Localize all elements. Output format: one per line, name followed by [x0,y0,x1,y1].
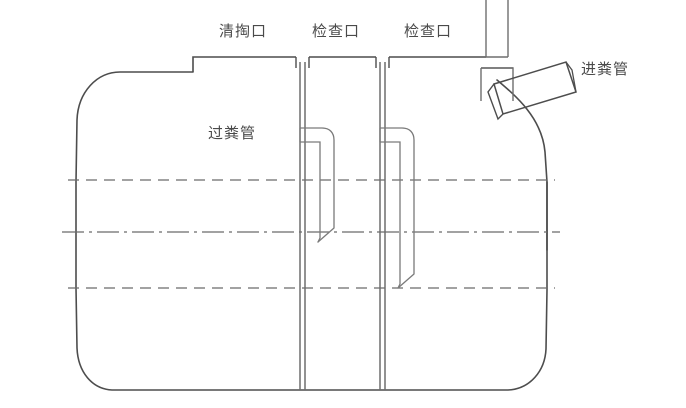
level-lines-group [62,179,560,289]
transfer-pipe-2-group [379,127,415,289]
label-inspection-port-2: 检查口 [404,22,453,40]
tank-outline-group [75,56,548,391]
transfer-pipe-1-inner [304,141,321,243]
label-inlet-pipe: 进粪管 [581,60,630,78]
label-transfer-pipe: 过粪管 [208,124,257,142]
transfer-pipe-2-stub-top [380,127,385,143]
transfer-pipe-1-outer [304,127,335,243]
label-inspection-port-1: 检查口 [312,22,361,40]
tank-outer-shell [75,71,548,391]
transfer-pipe-2-outer [384,127,415,289]
tank-right-wall [496,79,548,251]
partition-notches-group [295,57,390,68]
label-cleanout-port: 清掏口 [219,22,268,40]
transfer-pipe-2-inner [384,141,401,289]
inlet-pipe-flange [487,83,504,121]
partition-walls-group [299,62,386,390]
inlet-pipe-cap-line [565,61,577,93]
inlet-pipe-group [487,61,577,121]
transfer-pipe-1-group [299,127,335,243]
tank-top-step [192,56,296,72]
riser-shaft-group [480,0,514,101]
transfer-pipe-1-stub-top [300,127,305,143]
